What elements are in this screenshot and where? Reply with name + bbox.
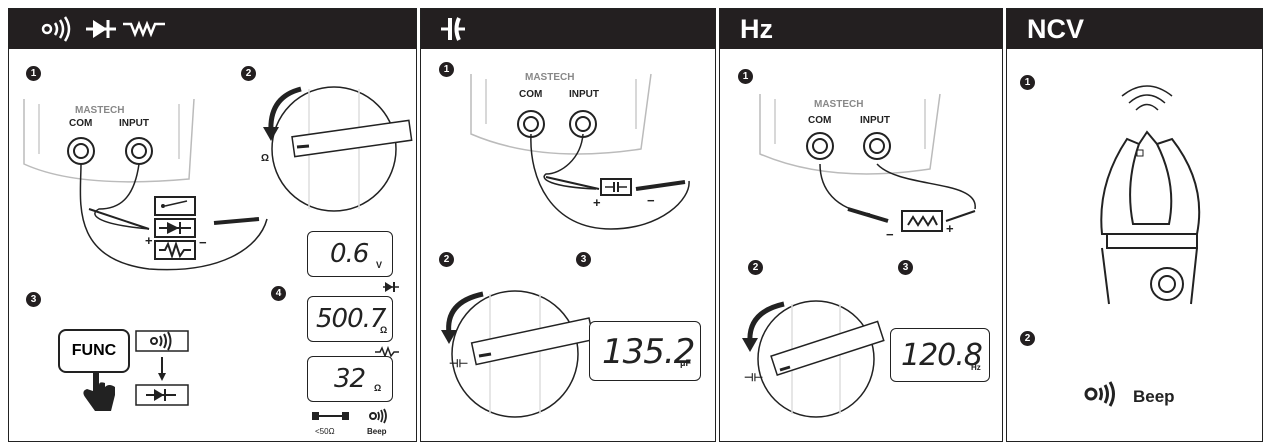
lcd-value: 500.7	[316, 304, 386, 334]
capacitor-icon	[441, 17, 465, 41]
meter-body	[759, 93, 941, 175]
capacitor-box	[600, 178, 632, 196]
brand-label: MASTECH	[75, 105, 125, 116]
plus-sign: +	[593, 195, 601, 210]
panel-header	[421, 9, 715, 49]
minus-sign: −	[886, 227, 894, 242]
step-2: 2	[1020, 331, 1035, 346]
wireless-waves-icon	[1121, 85, 1173, 111]
plus-sign: +	[946, 221, 954, 236]
rotary-dial	[263, 86, 413, 212]
test-leads	[530, 133, 690, 230]
panel-header: NCV	[1007, 9, 1262, 49]
plus-sign: +	[145, 233, 153, 248]
continuity-short-icon	[312, 412, 349, 420]
rotary-dial	[441, 290, 595, 418]
ac-wave-box	[901, 210, 943, 232]
panel-header: Hz	[720, 9, 1002, 49]
meter-body	[470, 73, 652, 155]
minus-sign: −	[199, 235, 207, 250]
panel-header	[9, 9, 416, 49]
step-3: 3	[898, 260, 913, 275]
minus-sign: −	[647, 193, 655, 208]
com-label: COM	[519, 89, 543, 100]
beep-icon	[1084, 381, 1115, 407]
dial-symbol: Ω	[261, 153, 270, 164]
lcd-capacitance: 135.2 μF	[589, 321, 701, 381]
step-1: 1	[738, 69, 753, 84]
lcd-continuity: 32 Ω	[307, 356, 393, 402]
continuity-diode-resistance-icons	[41, 16, 165, 42]
lcd-value: 0.6	[330, 239, 369, 269]
clamp-meter-icon	[1100, 130, 1201, 305]
lcd-value: 32	[334, 364, 366, 394]
input-label: INPUT	[860, 115, 890, 126]
com-label: COM	[808, 115, 832, 126]
component-icons	[154, 196, 196, 260]
step-1: 1	[26, 66, 41, 81]
step-3: 3	[576, 252, 591, 267]
dial-symbol: ⊣⊢	[449, 358, 469, 370]
test-leads	[819, 163, 976, 223]
lcd-resistance: 500.7 Ω	[307, 296, 393, 342]
dial-symbol: ⊣⊢	[744, 372, 764, 384]
step-2: 2	[439, 252, 454, 267]
panel-capacitance: 1 2 3 MASTECH COM INPUT + − ⊣⊢ 135.2 μF	[420, 8, 716, 442]
lcd-unit: μF	[680, 358, 692, 368]
step-1: 1	[1020, 75, 1035, 90]
resistor-icon	[375, 345, 399, 359]
panel-frequency: Hz 1 2 3 MASTECH COM INPUT − + ⊣⊢ 120.8 …	[719, 8, 1003, 442]
lcd-value: 120.8	[901, 338, 983, 373]
lt50-label: <50Ω	[315, 427, 335, 436]
step-2: 2	[241, 66, 256, 81]
com-label: COM	[69, 118, 93, 129]
panel-ncv: NCV 1 2 Beep	[1006, 8, 1263, 442]
step-4: 4	[271, 286, 286, 301]
panel-continuity-diode: 1 2 3 4 MASTECH COM INPUT + −	[8, 8, 417, 442]
lcd-frequency: 120.8 Hz	[890, 328, 990, 382]
lcd-unit: V	[376, 260, 383, 270]
panel-title: Hz	[740, 13, 773, 44]
brand-label: MASTECH	[814, 99, 864, 110]
hand-press-icon	[83, 371, 115, 411]
diode-icon	[383, 282, 399, 292]
lcd-diode: 0.6 V	[307, 231, 393, 277]
step-2: 2	[748, 260, 763, 275]
step-1: 1	[439, 62, 454, 77]
mode-switch-icons	[135, 330, 189, 406]
input-label: INPUT	[569, 89, 599, 100]
lcd-unit: Ω	[380, 325, 388, 335]
func-button[interactable]: FUNC	[58, 329, 130, 373]
panel-title: NCV	[1027, 13, 1085, 44]
brand-label: MASTECH	[525, 72, 575, 83]
lcd-value: 135.2	[602, 332, 695, 372]
beep-icon	[369, 408, 387, 424]
beep-label: Beep	[1133, 387, 1175, 406]
lcd-unit: Ω	[374, 383, 382, 393]
rotary-dial	[742, 300, 885, 418]
step-3: 3	[26, 292, 41, 307]
test-leads	[79, 163, 268, 271]
beep-label: Beep	[367, 427, 387, 436]
input-label: INPUT	[119, 118, 149, 129]
lcd-unit: Hz	[971, 363, 981, 372]
